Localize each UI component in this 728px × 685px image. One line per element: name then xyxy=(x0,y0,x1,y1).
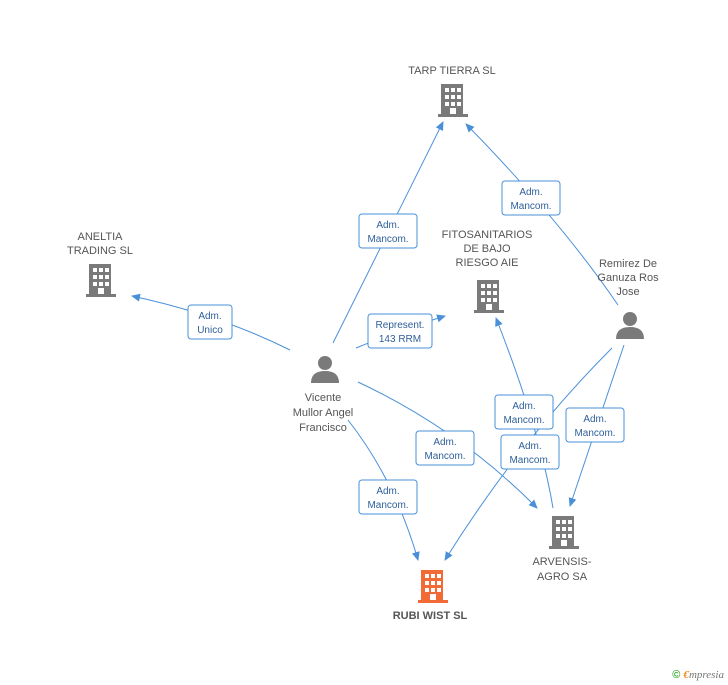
edge-label-line: Mancom. xyxy=(510,201,551,212)
node-label: DE BAJO xyxy=(463,243,511,255)
building-icon xyxy=(438,84,468,117)
node-label: TRADING SL xyxy=(67,245,133,257)
edge-label-vicente-arvensis[interactable]: Adm. Mancom. xyxy=(415,430,475,466)
edge-label-arvensis-fito[interactable]: Adm. Mancom. xyxy=(494,394,554,430)
edge-label-vicente-fito[interactable]: Represent. 143 RRM xyxy=(367,313,433,349)
node-label: FITOSANITARIOS xyxy=(442,229,533,241)
node-label: RIESGO AIE xyxy=(456,257,519,269)
edge-remirez-tarp xyxy=(465,123,619,306)
edge-label-line: Adm. xyxy=(433,437,456,448)
node-vicente[interactable]: Vicente Mullor Angel Francisco xyxy=(293,356,354,434)
node-label: AGRO SA xyxy=(537,571,588,583)
edge-label-vicente-tarp[interactable]: Adm. Mancom. xyxy=(358,213,418,249)
node-label: Jose xyxy=(616,286,639,298)
building-icon xyxy=(86,264,116,297)
edge-label-line: Mancom. xyxy=(367,500,408,511)
brand-initial: € xyxy=(683,669,689,681)
building-icon xyxy=(474,280,504,313)
node-label: TARP TIERRA SL xyxy=(408,65,495,77)
edge-label-vicente-aneltia[interactable]: Adm. Unico xyxy=(187,304,233,340)
edge-label-remirez-tarp[interactable]: Adm. Mancom. xyxy=(501,180,561,216)
edge-label-line: Unico xyxy=(197,325,223,336)
copyright-footer: © €mpresia xyxy=(672,669,724,681)
building-icon xyxy=(549,516,579,549)
edge-label-line: Adm. xyxy=(512,401,535,412)
edge-label-line: Adm. xyxy=(376,220,399,231)
edge-label-line: Mancom. xyxy=(503,415,544,426)
node-rubi-wist[interactable]: RUBI WIST SL xyxy=(393,570,468,622)
copyright-icon: © xyxy=(672,669,681,681)
edge-label-line: 143 RRM xyxy=(379,334,421,345)
node-label: ARVENSIS- xyxy=(532,556,591,568)
edge-label-line: Mancom. xyxy=(367,234,408,245)
node-label: Vicente xyxy=(305,392,342,404)
edge-label-vicente-rubi[interactable]: Adm. Mancom. xyxy=(358,479,418,515)
node-label: Remirez De xyxy=(599,258,657,270)
edge-labels: Adm. Mancom. Adm. Mancom. Adm. Unico Rep… xyxy=(187,180,625,515)
nodes: TARP TIERRA SL ANELTIA TRADING SL xyxy=(67,65,659,622)
edge-label-line: Represent. xyxy=(376,320,425,331)
edge-label-line: Adm. xyxy=(583,414,606,425)
edge-label-line: Adm. xyxy=(518,441,541,452)
node-label: ANELTIA xyxy=(77,231,123,243)
edge-label-remirez-arvensis[interactable]: Adm. Mancom. xyxy=(565,407,625,443)
edge-label-line: Adm. xyxy=(519,187,542,198)
edge-label-line: Mancom. xyxy=(574,428,615,439)
person-icon xyxy=(616,312,644,339)
edge-label-line: Adm. xyxy=(198,311,221,322)
node-label: RUBI WIST SL xyxy=(393,610,468,622)
edge-label-line: Mancom. xyxy=(509,455,550,466)
node-label: Mullor Angel xyxy=(293,407,354,419)
node-fitosanitarios[interactable]: FITOSANITARIOS DE BAJO RIESGO AIE xyxy=(442,229,533,313)
brand-logo: €mpresia xyxy=(683,669,724,681)
edge-label-remirez-rubi[interactable]: Adm. Mancom. xyxy=(500,434,560,470)
node-tarp-tierra[interactable]: TARP TIERRA SL xyxy=(408,65,496,117)
edge-label-line: Adm. xyxy=(376,486,399,497)
person-icon xyxy=(311,356,339,383)
building-icon xyxy=(418,570,448,603)
node-label: Ganuza Ros xyxy=(597,272,659,284)
node-aneltia-trading[interactable]: ANELTIA TRADING SL xyxy=(67,231,133,297)
node-arvensis-agro[interactable]: ARVENSIS- AGRO SA xyxy=(532,516,592,583)
brand-name: mpresia xyxy=(688,669,724,681)
node-label: Francisco xyxy=(299,422,347,434)
node-remirez[interactable]: Remirez De Ganuza Ros Jose xyxy=(597,258,659,339)
edge-label-line: Mancom. xyxy=(424,451,465,462)
